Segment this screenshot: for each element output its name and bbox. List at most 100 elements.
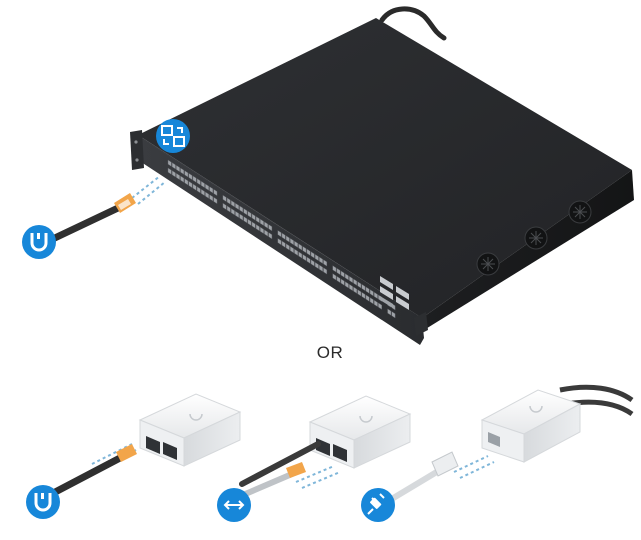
rj45-port <box>200 180 205 189</box>
rj45-port <box>344 281 349 289</box>
rj45-port <box>251 221 256 229</box>
rj45-port <box>302 246 307 254</box>
rj45-port <box>264 221 268 229</box>
rj45-port <box>285 235 290 243</box>
rack-ear <box>130 130 144 170</box>
rj45-port <box>268 224 273 232</box>
rj45-port <box>369 297 374 305</box>
rj45-port <box>294 240 298 248</box>
insertion-arrow <box>295 465 341 489</box>
rj45-port <box>184 178 189 186</box>
rack-screw <box>134 140 138 144</box>
rj45-port <box>255 224 260 232</box>
rj45-port <box>243 216 248 224</box>
rj45-port <box>171 162 176 170</box>
rj45-port <box>167 167 172 175</box>
rj45-port <box>243 208 248 216</box>
rj45-port <box>213 188 218 197</box>
rj45-port <box>374 299 378 308</box>
fan-grille <box>476 252 500 276</box>
rj45-port <box>314 254 319 262</box>
rj45-port <box>323 259 328 267</box>
rj45-port <box>310 259 315 267</box>
rj45-port <box>290 246 294 254</box>
rj45-port <box>196 186 201 194</box>
rj45-port <box>209 186 214 194</box>
rj45-port <box>302 254 307 262</box>
rj45-port <box>171 170 176 178</box>
ubiquiti-logo-icon <box>22 225 56 259</box>
rj45-port <box>298 243 303 251</box>
rj45-port <box>230 200 235 208</box>
rj45-port <box>306 256 311 264</box>
rj45-port <box>255 216 260 224</box>
rj45-port <box>277 230 282 238</box>
rj45-port <box>281 240 286 248</box>
lan-arrows-icon <box>217 488 251 522</box>
rj45-port <box>306 248 311 256</box>
rj45-port <box>188 180 193 189</box>
rj45-port <box>357 289 362 297</box>
rj45-port <box>353 278 358 286</box>
rj45-port <box>176 164 180 173</box>
poe-injector-left <box>138 393 242 467</box>
rj45-port <box>340 278 345 286</box>
rj45-port <box>277 238 282 246</box>
rj45-port <box>340 270 345 278</box>
rj45-port <box>319 256 323 264</box>
rj45-port <box>361 291 366 300</box>
rj45-port <box>167 159 172 167</box>
rj45-port <box>188 172 193 181</box>
rj45-port <box>213 196 218 205</box>
rack-screw <box>135 158 139 162</box>
rj45-port <box>365 286 370 294</box>
rj45-port <box>200 188 205 197</box>
ubiquiti-logo-icon <box>26 485 60 519</box>
rj45-port <box>349 283 353 292</box>
rj45-port <box>180 167 185 175</box>
rj45-port <box>226 205 231 213</box>
insertion-arrow <box>453 455 495 479</box>
fan-grille <box>524 226 548 250</box>
power-plug <box>431 451 459 477</box>
insertion-arrow <box>131 175 166 205</box>
rj45-port <box>222 194 227 202</box>
rj45-port <box>344 273 349 281</box>
rj45-port <box>349 275 353 284</box>
rj45-port <box>332 265 337 273</box>
rj45-port <box>222 202 227 210</box>
rj45-port <box>176 172 180 181</box>
rj45-port <box>290 238 294 246</box>
fan-grille <box>568 200 592 224</box>
rj45-port <box>361 283 366 292</box>
rj45-port <box>209 194 214 202</box>
rj45-port <box>205 183 209 191</box>
rj45-port <box>184 170 189 178</box>
rj45-port <box>387 308 392 316</box>
switch-power-cord <box>379 6 447 41</box>
rj45-port <box>226 197 231 205</box>
rj45-port <box>235 210 239 218</box>
rj45-port <box>336 275 341 284</box>
ethernet-cable-bottom-middle <box>233 441 321 501</box>
rj45-port <box>247 218 252 226</box>
rack-ear-right <box>414 312 428 336</box>
rj45-port <box>365 294 370 302</box>
rj45-port <box>332 273 337 281</box>
rj45-port <box>247 210 252 218</box>
rj45-port <box>281 232 286 240</box>
rj45-port <box>230 208 235 216</box>
rj45-port <box>180 175 185 183</box>
rj45-port <box>336 267 341 276</box>
rj45-port <box>192 183 197 191</box>
rj45-port <box>260 226 264 234</box>
rj45-port <box>205 191 209 199</box>
rj45-port <box>319 264 323 272</box>
rj45-port <box>264 229 268 237</box>
rj45-port <box>369 289 374 297</box>
network-switch <box>130 18 634 345</box>
rj45-port <box>239 213 244 221</box>
rj45-port <box>391 311 396 319</box>
